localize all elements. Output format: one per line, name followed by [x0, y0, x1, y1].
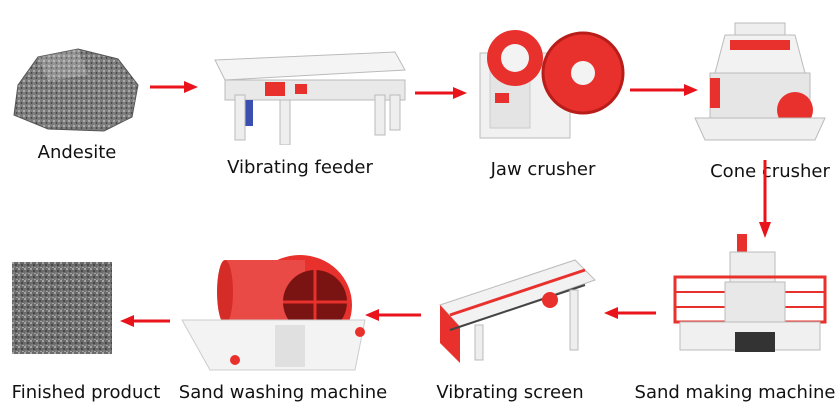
- cone-crusher-icon: [694, 22, 826, 141]
- vibrating-feeder-icon: [214, 51, 406, 145]
- arrow-right-icon: [415, 87, 467, 99]
- step-label-jaw-crusher: Jaw crusher: [490, 159, 596, 180]
- step-label-sand-making-machine: Sand making machine: [634, 382, 836, 403]
- sand-making-machine-icon: [673, 234, 827, 352]
- step-label-vibrating-feeder: Vibrating feeder: [227, 157, 373, 178]
- step-label-andesite: Andesite: [37, 142, 117, 163]
- finished-sand-icon: [12, 262, 112, 354]
- arrow-right-icon: [630, 84, 698, 96]
- arrow-left-icon: [120, 315, 170, 327]
- arrow-down-icon: [759, 160, 771, 238]
- step-label-sand-washing-machine: Sand washing machine: [178, 382, 388, 403]
- jaw-crusher-icon: [479, 30, 625, 139]
- sand-washing-machine-icon: [181, 255, 366, 371]
- vibrating-screen-icon: [439, 259, 596, 363]
- andesite-rock-icon: [13, 48, 139, 132]
- arrow-left-icon: [365, 309, 421, 321]
- arrow-right-icon: [150, 81, 198, 93]
- step-label-vibrating-screen: Vibrating screen: [436, 382, 584, 403]
- arrow-left-icon: [604, 307, 656, 319]
- step-label-cone-crusher: Cone crusher: [710, 161, 830, 182]
- step-label-finished-product: Finished product: [11, 382, 161, 403]
